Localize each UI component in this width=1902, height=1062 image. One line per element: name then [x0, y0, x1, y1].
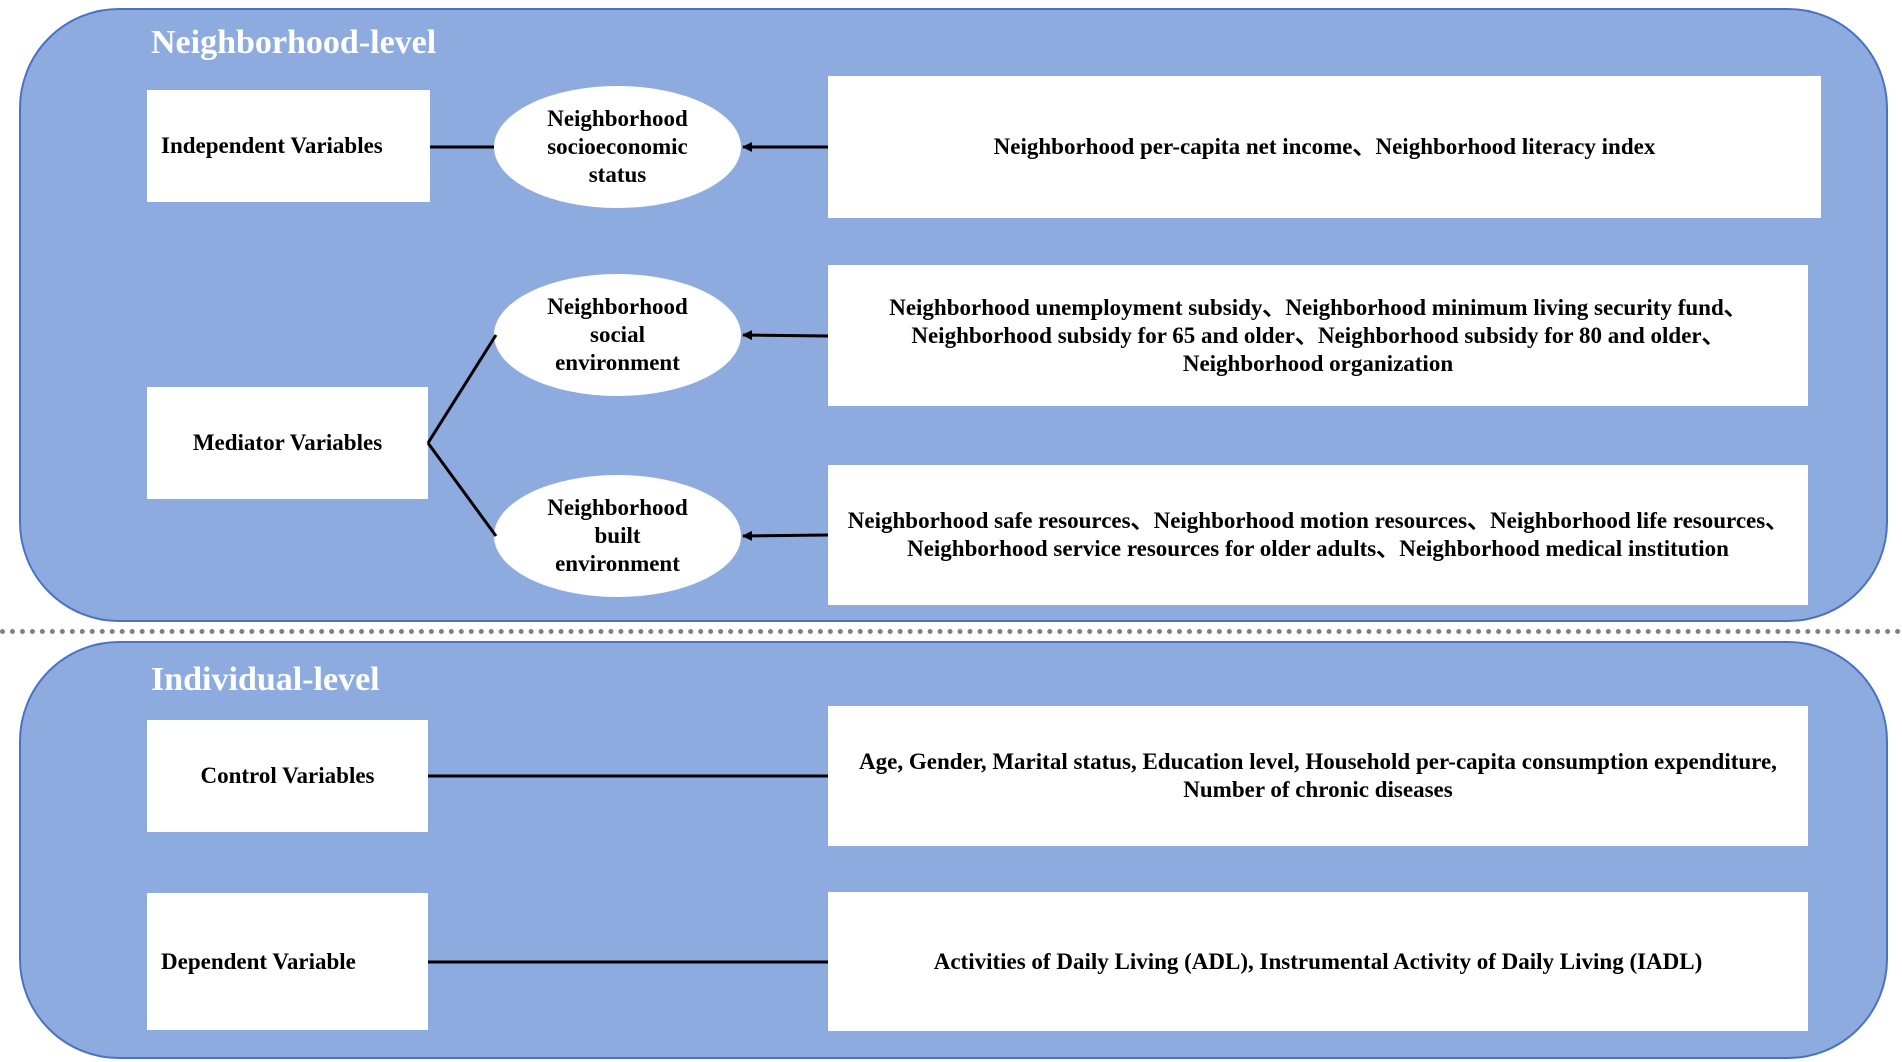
social-environment-label: Neighborhood social environment — [547, 294, 688, 375]
social-environment-indicators-box: Neighborhood unemployment subsidy、Neighb… — [828, 265, 1808, 406]
built-indicators-arrow — [742, 530, 829, 541]
mediator-to-built-line — [426, 442, 498, 537]
built-environment-indicators-text: Neighborhood safe resources、Neighborhood… — [847, 508, 1789, 561]
control-variables-label: Control Variables — [200, 763, 375, 788]
social-environment-indicators-text: Neighborhood unemployment subsidy、Neighb… — [889, 294, 1747, 376]
mediator-variables-box: Mediator Variables — [147, 387, 428, 499]
control-indicators-box: Age, Gender, Marital status, Education l… — [828, 706, 1808, 846]
social-environment-ellipse: Neighborhood social environment — [494, 274, 741, 396]
socioeconomic-status-ellipse: Neighborhood socioeconomic status — [494, 86, 741, 208]
individual-level-title: Individual-level — [151, 661, 380, 698]
social-indicators-arrow — [742, 330, 829, 341]
dependent-indicators-box: Activities of Daily Living (ADL), Instru… — [828, 892, 1808, 1031]
built-environment-indicators-box: Neighborhood safe resources、Neighborhood… — [828, 465, 1808, 605]
socioeconomic-indicators-text: Neighborhood per-capita net income、Neigh… — [993, 134, 1656, 159]
neighborhood-level-title: Neighborhood-level — [151, 24, 437, 61]
socioeconomic-status-label: Neighborhood socioeconomic status — [547, 106, 688, 187]
built-environment-ellipse: Neighborhood built environment — [494, 475, 741, 597]
level-divider — [0, 629, 1902, 634]
socioeconomic-indicators-box: Neighborhood per-capita net income、Neigh… — [828, 76, 1821, 218]
control-variables-box: Control Variables — [147, 720, 428, 832]
dependent-indicators-text: Activities of Daily Living (ADL), Instru… — [933, 948, 1703, 974]
independent-variables-label: Independent Variables — [161, 133, 383, 158]
mediator-to-social-line — [426, 334, 498, 444]
built-environment-label: Neighborhood built environment — [547, 495, 688, 576]
control-indicators-text: Age, Gender, Marital status, Education l… — [859, 749, 1777, 802]
dependent-variable-box: Dependent Variable — [147, 893, 428, 1030]
independent-variables-box: Independent Variables — [147, 90, 430, 202]
dependent-variable-label: Dependent Variable — [161, 948, 356, 974]
mediator-variables-label: Mediator Variables — [192, 430, 383, 455]
